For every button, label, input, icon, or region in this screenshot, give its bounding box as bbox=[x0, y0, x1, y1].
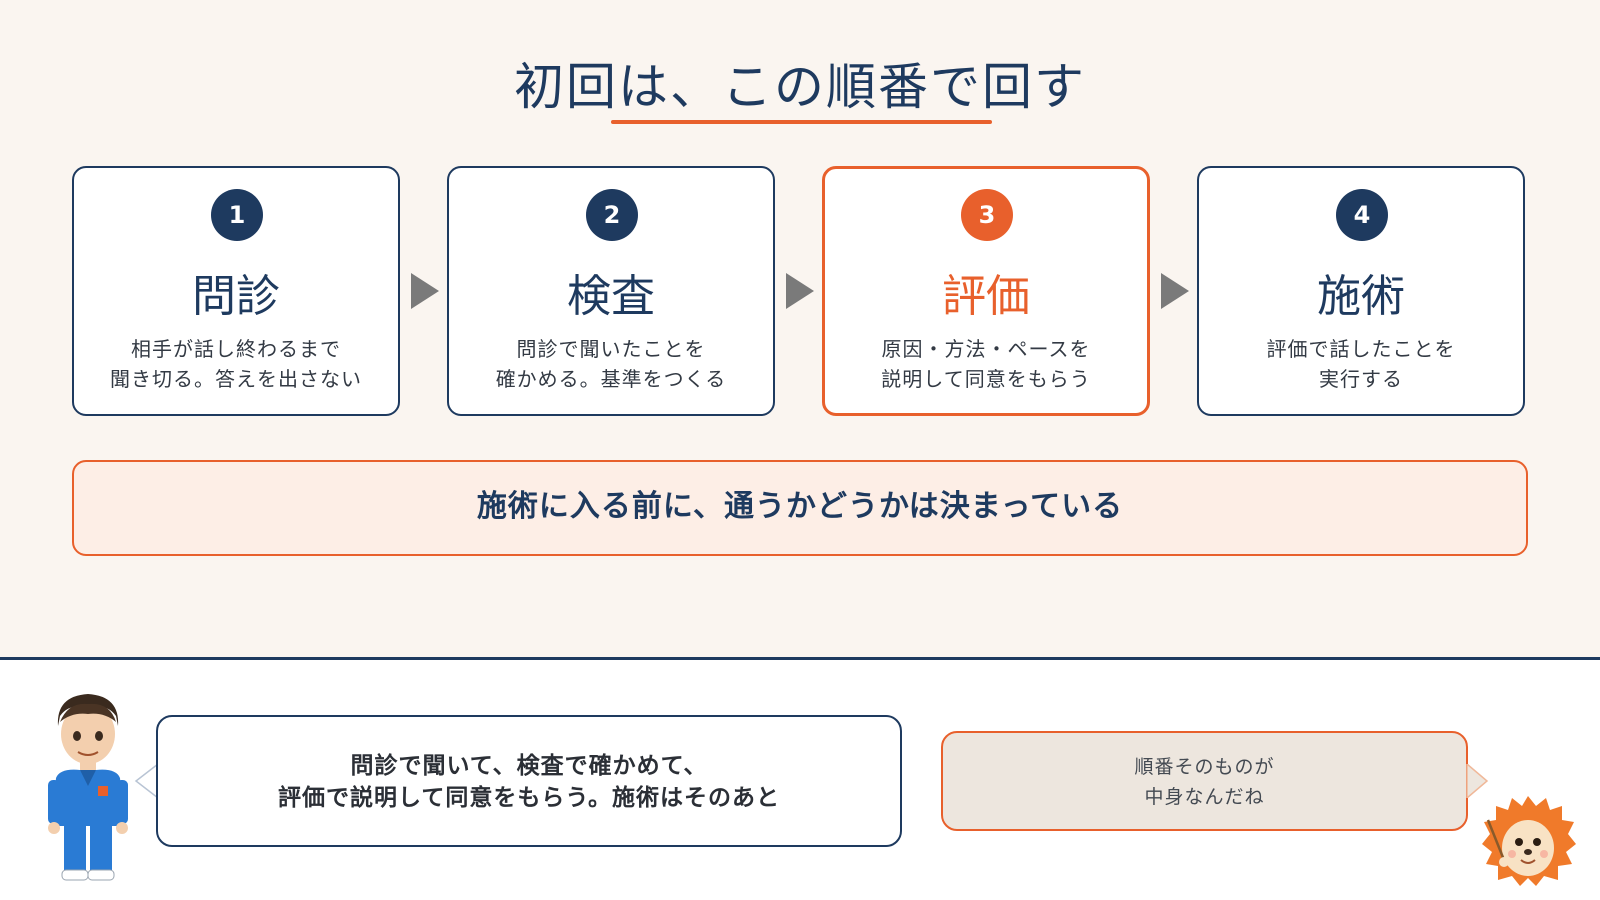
step-number-badge: 4 bbox=[1336, 189, 1388, 241]
step-number-badge: 2 bbox=[586, 189, 638, 241]
step-card-1: 1 問診 相手が話し終わるまで 聞き切る。答えを出さない bbox=[72, 166, 400, 416]
step-description: 評価で話したことを 実行する bbox=[1199, 334, 1523, 394]
step-description-line: 評価で話したことを bbox=[1266, 337, 1456, 361]
speech-line: 評価で説明して同意をもらう。施術はそのあと bbox=[278, 785, 780, 811]
arrow-right-icon bbox=[411, 273, 439, 309]
speech-bubble-tail-right bbox=[1466, 764, 1489, 798]
slide-top-area: 初回は、この順番で回す 1 問診 相手が話し終わるまで 聞き切る。答えを出さない… bbox=[0, 0, 1600, 660]
step-card-2: 2 検査 問診で聞いたことを 確かめる。基準をつくる bbox=[447, 166, 775, 416]
step-description-line: 聞き切る。答えを出さない bbox=[110, 367, 362, 391]
key-message-banner: 施術に入る前に、通うかどうかは決まっている bbox=[72, 460, 1528, 556]
step-description-line: 問診で聞いたことを bbox=[516, 337, 706, 361]
step-number-badge: 1 bbox=[211, 189, 263, 241]
step-number-badge: 3 bbox=[961, 189, 1013, 241]
step-description-line: 確かめる。基準をつくる bbox=[495, 367, 727, 391]
step-description: 原因・方法・ペースを 説明して同意をもらう bbox=[825, 334, 1147, 394]
step-title: 問診 bbox=[192, 271, 280, 322]
step-description-line: 相手が話し終わるまで bbox=[131, 337, 341, 361]
step-description-line: 説明して同意をもらう bbox=[881, 367, 1091, 391]
step-description: 問診で聞いたことを 確かめる。基準をつくる bbox=[449, 334, 773, 394]
speech-line: 問診で聞いて、検査で確かめて、 bbox=[350, 753, 708, 779]
step-description-line: 原因・方法・ペースを bbox=[881, 337, 1091, 361]
step-card-4: 4 施術 評価で話したことを 実行する bbox=[1197, 166, 1525, 416]
step-card-3-active: 3 評価 原因・方法・ペースを 説明して同意をもらう bbox=[822, 166, 1150, 416]
speech-line: 順番そのものが bbox=[1134, 756, 1275, 778]
slide-title: 初回は、この順番で回す bbox=[514, 58, 1086, 116]
arrow-right-icon bbox=[786, 273, 814, 309]
hedgehog-speech-bubble: 順番そのものが 中身なんだね bbox=[941, 731, 1468, 831]
title-underline bbox=[611, 120, 992, 124]
therapist-speech-bubble: 問診で聞いて、検査で確かめて、 評価で説明して同意をもらう。施術はそのあと bbox=[156, 715, 902, 847]
speech-line: 中身なんだね bbox=[1144, 786, 1265, 808]
step-description-line: 実行する bbox=[1319, 367, 1403, 391]
step-title: 検査 bbox=[567, 271, 655, 322]
hedgehog-avatar-icon bbox=[1482, 796, 1576, 886]
step-description: 相手が話し終わるまで 聞き切る。答えを出さない bbox=[74, 334, 398, 394]
arrow-right-icon bbox=[1161, 273, 1189, 309]
therapist-avatar-icon bbox=[48, 694, 128, 881]
step-title: 施術 bbox=[1317, 271, 1405, 322]
step-title: 評価 bbox=[942, 271, 1030, 322]
